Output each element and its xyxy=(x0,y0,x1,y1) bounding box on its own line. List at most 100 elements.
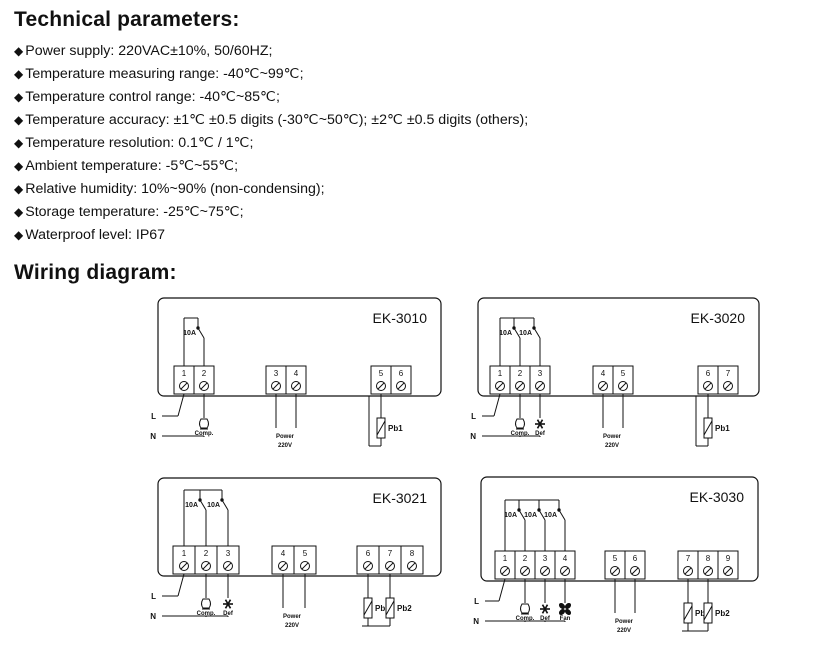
screw-slot xyxy=(180,382,188,390)
controller-housing xyxy=(157,297,442,397)
probe-label: Pb2 xyxy=(715,609,730,618)
probe-wiring: Pb2 xyxy=(385,574,412,626)
screw-slot xyxy=(377,382,385,390)
param-item: ◆Temperature accuracy: ±1℃ ±0.5 digits (… xyxy=(14,109,528,132)
terminal: 9 xyxy=(717,550,739,580)
terminal: 2 xyxy=(193,365,215,395)
terminal: 4 xyxy=(592,365,614,395)
param-text: Waterproof level: IP67 xyxy=(25,227,166,243)
defrost-snowflake-icon xyxy=(540,604,550,614)
relay: 10A xyxy=(524,500,546,551)
terminal-number: 6 xyxy=(366,549,371,558)
comp-label: Comp. xyxy=(511,431,530,437)
screw-slot xyxy=(301,562,309,570)
terminal-number: 4 xyxy=(281,549,286,558)
probe-label: Pb2 xyxy=(397,604,412,613)
terminal-number: 4 xyxy=(601,369,606,378)
screw-slot xyxy=(180,562,188,570)
model-label: EK-3021 xyxy=(373,490,428,506)
screw-slot xyxy=(704,567,712,575)
terminal-number: 3 xyxy=(226,549,231,558)
relay: 10A xyxy=(499,318,521,366)
screw-slot xyxy=(724,382,732,390)
contact-dot xyxy=(196,326,200,330)
terminal-number: 8 xyxy=(706,554,711,563)
relay: 10A xyxy=(183,318,205,366)
diamond-bullet-icon: ◆ xyxy=(14,67,24,81)
terminal: 3 xyxy=(265,365,287,395)
def-label: Def xyxy=(535,431,546,437)
relay: 10A xyxy=(185,490,207,546)
probe-label: Pb1 xyxy=(695,609,710,618)
terminal-number: 6 xyxy=(633,554,638,563)
compressor-icon xyxy=(201,598,211,610)
contact-dot xyxy=(532,326,536,330)
compressor-icon xyxy=(515,418,525,430)
neutral-label: N xyxy=(470,432,476,441)
screw-slot xyxy=(364,562,372,570)
param-text: Power supply: 220VAC±10%, 50/60HZ; xyxy=(25,43,273,59)
terminal-number: 2 xyxy=(518,369,523,378)
terminal-block xyxy=(390,365,412,395)
relay-rating: 10A xyxy=(185,502,198,509)
def-label: Def xyxy=(223,611,234,617)
diamond-bullet-icon: ◆ xyxy=(14,44,24,58)
wire xyxy=(221,499,229,511)
contact-dot xyxy=(557,508,561,512)
terminal-number: 2 xyxy=(204,549,209,558)
probe-diag xyxy=(683,605,693,621)
relay-rating: 10A xyxy=(207,502,220,509)
terminal: 2 xyxy=(509,365,531,395)
contact-dot xyxy=(537,508,541,512)
terminal-number: 4 xyxy=(563,554,568,563)
terminal: 3 xyxy=(216,545,240,575)
voltage-label: 220V xyxy=(278,443,292,449)
probe-wiring: Pb1 xyxy=(703,394,730,446)
screw-slot xyxy=(541,567,549,575)
diamond-bullet-icon: ◆ xyxy=(14,113,24,127)
param-text: Storage temperature: -25℃~75℃; xyxy=(25,204,244,220)
relay: 10A xyxy=(519,318,541,366)
probe-diag xyxy=(376,420,386,436)
terminal: 1 xyxy=(172,545,196,575)
probe-label: Pb1 xyxy=(375,604,390,613)
contact-dot xyxy=(198,498,202,502)
model-label: EK-3020 xyxy=(691,310,746,326)
wire xyxy=(533,327,541,339)
terminal: 6 xyxy=(390,365,412,395)
screw-slot xyxy=(611,567,619,575)
terminal: 1 xyxy=(173,365,195,395)
terminal: 8 xyxy=(400,545,424,575)
diamond-bullet-icon: ◆ xyxy=(14,182,24,196)
model-label: EK-3010 xyxy=(373,310,428,326)
terminal: 5 xyxy=(293,545,317,575)
comp-label: Comp. xyxy=(195,431,214,437)
screw-slot xyxy=(619,382,627,390)
param-text: Ambient temperature: -5℃~55℃; xyxy=(25,158,239,174)
sensor-probe-icon: Pb1 xyxy=(376,417,403,439)
sensor-probe-icon: Pb2 xyxy=(703,602,730,624)
contact-dot xyxy=(517,508,521,512)
terminal: 4 xyxy=(271,545,295,575)
wire xyxy=(177,393,185,417)
param-item: ◆Relative humidity: 10%~90% (non-condens… xyxy=(14,178,528,201)
terminal-block xyxy=(717,550,739,580)
terminal-number: 5 xyxy=(621,369,626,378)
relay-rating: 10A xyxy=(499,330,512,337)
voltage-label: 220V xyxy=(617,628,631,634)
line-label: L xyxy=(151,592,156,601)
terminal: 4 xyxy=(285,365,307,395)
wire xyxy=(498,578,506,602)
probe-wiring: Pb1 xyxy=(363,574,390,626)
terminal-number: 3 xyxy=(274,369,279,378)
param-text: Temperature control range: -40℃~85℃; xyxy=(25,89,280,105)
terminal-number: 2 xyxy=(523,554,528,563)
power-label: Power xyxy=(276,434,295,440)
